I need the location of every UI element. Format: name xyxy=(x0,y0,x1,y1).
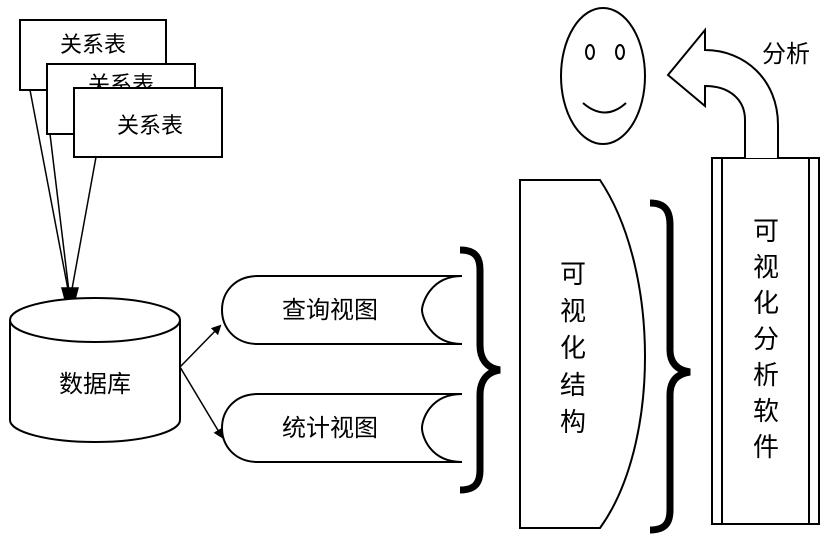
analysis-label: 分析 xyxy=(762,40,810,68)
database-label: 数据库 xyxy=(59,370,131,398)
software-box: 可 视 化 分 析 软 件 xyxy=(711,157,820,525)
arrow-line-table-1 xyxy=(29,89,71,301)
relation-table-3: 关系表 xyxy=(73,87,223,158)
query-view-shape: 查询视图 xyxy=(221,275,463,345)
analysis-arrow xyxy=(666,27,779,158)
visual-structure-char-2: 视 xyxy=(560,297,586,327)
software-char-2: 视 xyxy=(753,253,779,283)
software-char-7: 件 xyxy=(753,433,779,463)
arrow-to-stats-view xyxy=(179,366,224,439)
visual-structure-char-4: 结 xyxy=(560,371,586,401)
arrow-line-table-2 xyxy=(49,133,71,301)
smiley-face-icon xyxy=(560,7,646,145)
visual-structure-shape: 可 视 化 结 构 xyxy=(519,179,646,529)
software-char-3: 化 xyxy=(753,289,779,319)
visual-structure-char-1: 可 xyxy=(560,260,586,290)
arrow-to-query-view xyxy=(179,324,222,368)
visual-structure-char-3: 化 xyxy=(560,334,586,364)
brace-structure xyxy=(649,199,691,534)
software-char-5: 析 xyxy=(753,361,779,391)
relation-table-3-label: 关系表 xyxy=(117,114,183,139)
brace-views xyxy=(459,246,501,494)
query-view-label: 查询视图 xyxy=(282,296,378,324)
software-char-4: 分 xyxy=(753,325,779,355)
database-to-views-arrows xyxy=(179,324,224,439)
database-cylinder: 数据库 xyxy=(9,297,181,443)
arrow-line-table-3 xyxy=(69,156,97,301)
software-char-1: 可 xyxy=(753,217,779,247)
stats-view-shape: 统计视图 xyxy=(221,393,463,463)
software-char-6: 软 xyxy=(753,397,779,427)
relation-table-1-label: 关系表 xyxy=(60,33,126,58)
stats-view-label: 统计视图 xyxy=(282,414,378,442)
visual-structure-char-5: 构 xyxy=(560,408,586,438)
